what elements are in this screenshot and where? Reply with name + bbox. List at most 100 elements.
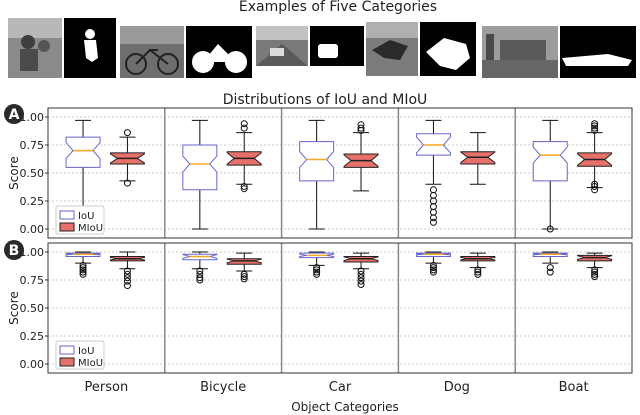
- outlier-point: [429, 264, 437, 272]
- outlier-point: [240, 120, 248, 128]
- top-title: Examples of Five Categories: [239, 0, 437, 15]
- x-axis-label: Object Categories: [291, 400, 399, 414]
- panel-badge: [4, 240, 24, 260]
- outlier-point: [123, 267, 131, 275]
- box-body: [532, 141, 568, 182]
- outlier-point: [591, 268, 599, 276]
- example-dog: [366, 22, 476, 76]
- miou-box-dog: [460, 132, 496, 185]
- y-tick-label: 0.75: [20, 139, 45, 152]
- example-images: [8, 18, 636, 78]
- y-tick-label: 0.50: [20, 167, 45, 180]
- legend-swatch: [59, 345, 75, 355]
- outlier-point: [591, 182, 599, 190]
- outlier-point: [196, 276, 204, 284]
- outlier-point: [240, 182, 248, 190]
- outlier-point: [474, 266, 482, 274]
- panel-a-title: Distributions of IoU and MIoU: [223, 92, 428, 108]
- legend-swatch: [59, 357, 75, 367]
- y-tick-label: 1.00: [20, 111, 45, 124]
- outlier-point: [240, 270, 248, 278]
- panel-badge: [4, 104, 24, 124]
- outlier-point: [240, 124, 248, 132]
- miou-box-bicycle: [226, 252, 262, 283]
- outlier-point: [357, 277, 365, 285]
- outlier-point: [591, 273, 599, 281]
- example-car: [256, 26, 364, 66]
- example-bicycle: [120, 26, 252, 78]
- outlier-point: [196, 267, 204, 275]
- box-body: [299, 141, 335, 182]
- miou-box-dog: [460, 252, 496, 278]
- outlier-point: [79, 261, 87, 269]
- x-tick-label: Boat: [559, 380, 589, 395]
- outlier-point: [429, 214, 437, 222]
- outlier-point: [429, 266, 437, 274]
- outlier-point: [546, 264, 554, 272]
- outlier-point: [123, 270, 131, 278]
- outlier-point: [591, 126, 599, 134]
- x-tick-label: Dog: [444, 380, 470, 395]
- panel-frame: [47, 107, 633, 239]
- outlier-point: [79, 264, 87, 272]
- iou-box-bicycle: [182, 251, 218, 284]
- outlier-point: [474, 270, 482, 278]
- outlier-point: [357, 274, 365, 282]
- outlier-point: [240, 273, 248, 281]
- iou-box-car: [299, 251, 335, 278]
- outlier-point: [591, 124, 599, 132]
- y-tick-label: 0.00: [20, 223, 45, 236]
- outlier-point: [546, 268, 554, 276]
- iou-box-dog: [415, 251, 451, 276]
- miou-box-boat: [577, 120, 613, 194]
- outlier-point: [429, 186, 437, 194]
- outlier-point: [357, 124, 365, 132]
- outlier-point: [313, 268, 321, 276]
- outlier-point: [591, 122, 599, 130]
- iou-box-boat: [532, 119, 568, 233]
- panel-badge-label: B: [9, 243, 20, 259]
- outlier-point: [429, 261, 437, 269]
- miou-box-person: [109, 251, 145, 290]
- iou-box-boat: [532, 251, 568, 276]
- y-tick-label: 0.75: [20, 274, 45, 287]
- outlier-point: [429, 203, 437, 211]
- y-axis-label: Score: [7, 291, 21, 325]
- outlier-point: [123, 277, 131, 285]
- outlier-point: [240, 275, 248, 283]
- outlier-point: [123, 282, 131, 290]
- miou-box-car: [343, 252, 379, 288]
- panel-frame: [47, 242, 633, 374]
- outlier-point: [591, 186, 599, 194]
- miou-box-car: [343, 121, 379, 192]
- outlier-point: [79, 270, 87, 278]
- outlier-point: [123, 129, 131, 137]
- outlier-point: [240, 185, 248, 193]
- outlier-point: [474, 268, 482, 276]
- miou-box-bicycle: [226, 120, 262, 193]
- y-tick-label: 0.25: [20, 330, 45, 343]
- legend-label: MIoU: [78, 223, 103, 234]
- outlier-point: [429, 268, 437, 276]
- miou-box-boat: [577, 252, 613, 281]
- outlier-point: [591, 266, 599, 274]
- outlier-point: [123, 179, 131, 187]
- legend-label: IoU: [78, 346, 94, 357]
- example-boat: [482, 26, 636, 78]
- legend-label: IoU: [78, 211, 94, 222]
- x-tick-label: Car: [329, 380, 352, 395]
- legend-label: MIoU: [78, 358, 103, 369]
- outlier-point: [196, 274, 204, 282]
- y-tick-label: 0.50: [20, 302, 45, 315]
- outlier-point: [79, 268, 87, 276]
- outlier-point: [313, 270, 321, 278]
- panel-badge-label: A: [9, 107, 20, 123]
- outlier-point: [357, 280, 365, 288]
- y-tick-label: 0.25: [20, 195, 45, 208]
- box-body: [65, 136, 101, 168]
- y-axis-label: Score: [7, 156, 21, 190]
- outlier-point: [313, 266, 321, 274]
- outlier-point: [313, 264, 321, 272]
